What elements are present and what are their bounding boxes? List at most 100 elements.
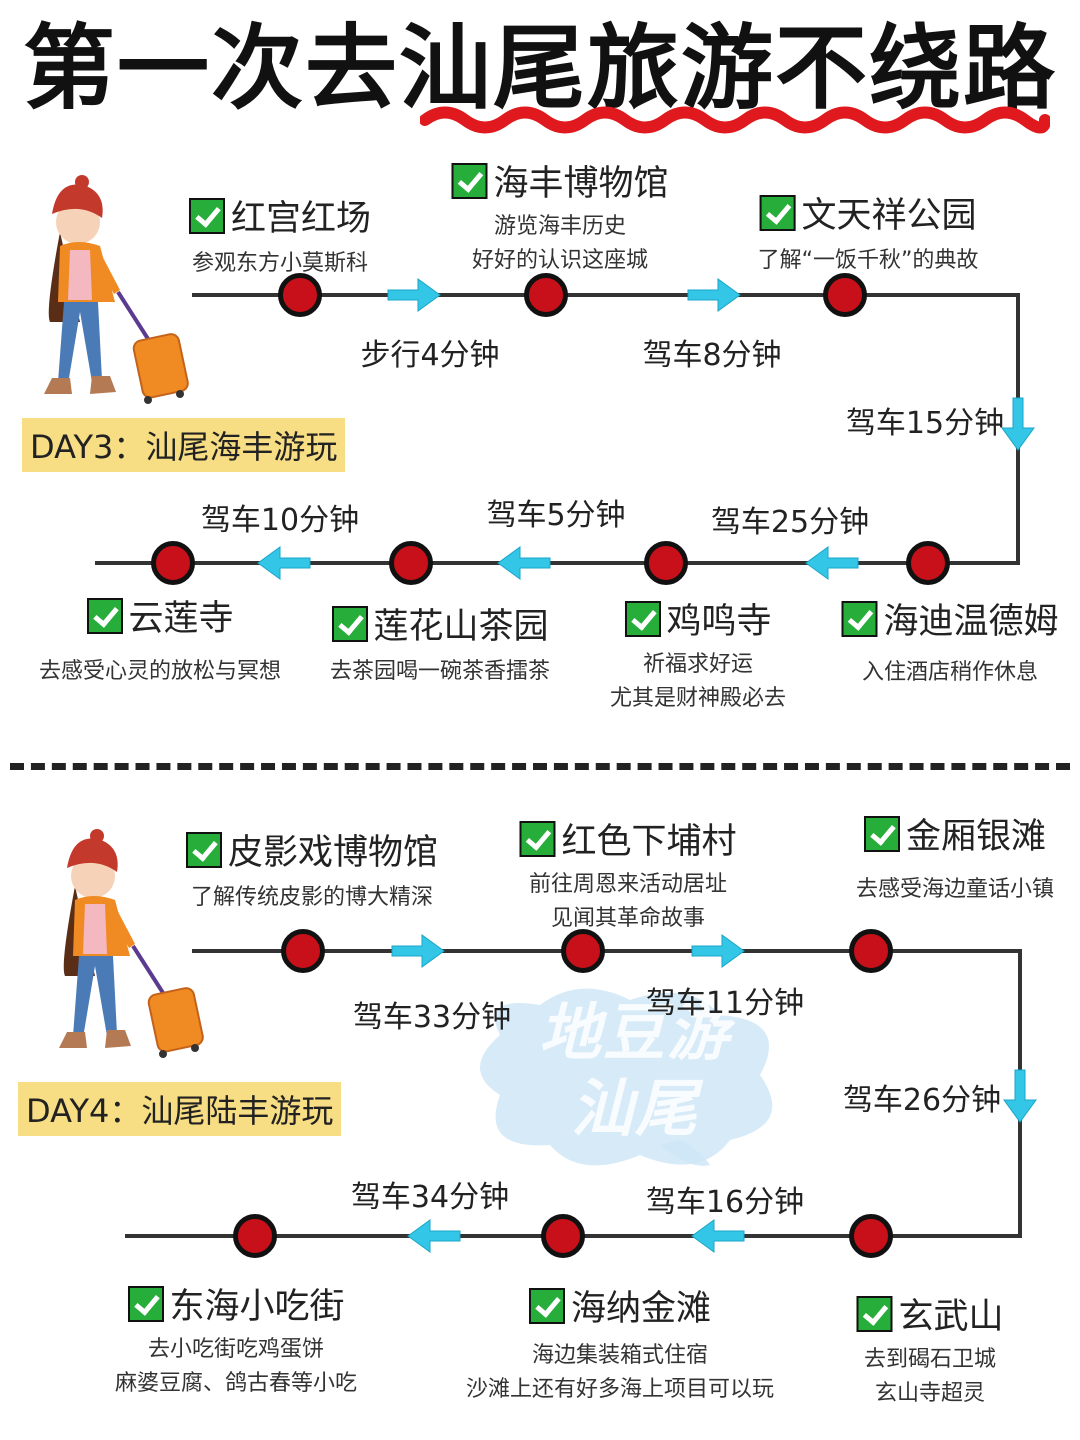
segment-duration: 驾车25分钟 <box>710 505 870 540</box>
day3-label: DAY3：汕尾海丰游玩 <box>22 418 346 472</box>
stop-dot <box>151 541 195 585</box>
day4-label: DAY4：汕尾陆丰游玩 <box>18 1082 342 1136</box>
stop-lianhuashan-tea-garden: 莲花山茶园 去茶园喝一碗茶香擂茶 <box>330 598 550 689</box>
stop-desc: 去茶园喝一碗茶香擂茶 <box>329 659 551 684</box>
stop-dot <box>389 541 433 585</box>
stop-xiabu-village: 红色下埔村 前往周恩来活动居址 见闻其革命故事 <box>519 813 737 936</box>
stop-desc: 游览海丰历史 <box>493 214 627 239</box>
stop-name: 海迪温德姆 <box>883 602 1059 642</box>
arrow-left-icon <box>257 546 311 580</box>
stop-hong-gong-hong-chang: 红宫红场 参观东方小莫斯科 <box>188 190 372 281</box>
watermark-splash <box>480 988 773 1166</box>
check-icon <box>188 197 225 234</box>
segment-duration: 驾车33分钟 <box>352 1000 512 1035</box>
stop-name: 玄武山 <box>898 1297 1004 1337</box>
check-icon <box>331 605 368 642</box>
stop-name: 东海小吃街 <box>169 1287 345 1327</box>
stop-desc: 去小吃街吃鸡蛋饼 <box>147 1337 325 1362</box>
arrow-right-icon <box>387 278 441 312</box>
stop-dot <box>906 541 950 585</box>
stop-jinxiang-beach: 金厢银滩 去感受海边童话小镇 <box>856 808 1054 907</box>
title-underline-wave <box>420 106 1050 134</box>
segment-duration: 驾车8分钟 <box>642 338 782 373</box>
segment-duration: 驾车5分钟 <box>486 498 626 533</box>
stop-dot <box>849 929 893 973</box>
arrow-down-icon <box>1001 397 1035 451</box>
stop-dot <box>644 541 688 585</box>
stop-dot <box>823 273 867 317</box>
watermark-line-1: 地豆游 <box>538 996 731 1069</box>
stop-haidi-wyndham: 海迪温德姆 入住酒店稍作休息 <box>841 593 1059 690</box>
stop-name: 红宫红场 <box>230 199 372 239</box>
arrow-left-icon <box>805 546 859 580</box>
stop-desc: 去到碣石卫城 <box>863 1347 997 1372</box>
stop-dot <box>849 1214 893 1258</box>
stop-desc: 了解“一饭千秋”的典故 <box>757 248 979 273</box>
stop-name: 文天祥公园 <box>801 196 977 236</box>
stop-desc: 去感受心灵的放松与冥想 <box>38 659 282 684</box>
stop-donghai-snack-street: 东海小吃街 去小吃街吃鸡蛋饼 麻婆豆腐、鸽古春等小吃 <box>115 1278 357 1401</box>
stop-name: 云莲寺 <box>128 599 234 639</box>
stop-shadow-play-museum: 皮影戏博物馆 了解传统皮影的博大精深 <box>185 824 439 915</box>
stop-name: 红色下埔村 <box>561 822 737 862</box>
check-icon <box>841 600 878 637</box>
stop-dot <box>524 273 568 317</box>
segment-duration: 驾车26分钟 <box>842 1083 1002 1118</box>
stop-desc: 参观东方小莫斯科 <box>191 251 369 276</box>
stop-name: 鸡鸣寺 <box>666 602 772 642</box>
arrow-right-icon <box>691 934 745 968</box>
check-icon <box>863 815 900 852</box>
stop-xuanwu-mountain: 玄武山 去到碣石卫城 玄山寺超灵 <box>856 1288 1004 1411</box>
arrow-left-icon <box>497 546 551 580</box>
stop-desc: 了解传统皮影的博大精深 <box>190 885 434 910</box>
stop-desc: 沙滩上还有好多海上项目可以玩 <box>465 1377 775 1402</box>
stop-wen-tian-xiang-park: 文天祥公园 了解“一饭千秋”的典故 <box>757 187 979 278</box>
arrow-left-icon <box>691 1219 745 1253</box>
watermark-text: 地豆游 汕尾 <box>505 995 765 1147</box>
stop-jiming-temple: 鸡鸣寺 祈福求好运 尤其是财神殿必去 <box>610 593 786 716</box>
stop-dot <box>233 1214 277 1258</box>
stop-dot <box>561 929 605 973</box>
stop-desc: 前往周恩来活动居址 <box>528 872 728 897</box>
check-icon <box>856 1295 893 1332</box>
arrow-right-icon <box>391 934 445 968</box>
check-icon <box>451 162 488 199</box>
check-icon <box>127 1285 164 1322</box>
stop-desc: 去感受海边童话小镇 <box>855 877 1055 902</box>
stop-haina-beach: 海纳金滩 海边集装箱式住宿 沙滩上还有好多海上项目可以玩 <box>466 1280 774 1407</box>
stop-haifeng-museum: 海丰博物馆 游览海丰历史 好好的认识这座城 <box>451 155 669 278</box>
page-title: 第一次去汕尾旅游不绕路 <box>22 15 1057 122</box>
stop-desc: 好好的认识这座城 <box>471 248 649 273</box>
segment-duration: 驾车10分钟 <box>200 503 360 538</box>
check-icon <box>185 831 222 868</box>
segment-duration: 步行4分钟 <box>360 338 500 373</box>
stop-desc: 尤其是财神殿必去 <box>609 686 787 711</box>
stop-name: 莲花山茶园 <box>373 607 549 647</box>
stop-desc: 祈福求好运 <box>642 652 754 677</box>
stop-dot <box>541 1214 585 1258</box>
watermark-line-2: 汕尾 <box>570 1072 699 1145</box>
check-icon <box>624 600 661 637</box>
segment-duration: 驾车11分钟 <box>645 986 805 1021</box>
check-icon <box>759 194 796 231</box>
stop-name: 海丰博物馆 <box>493 164 669 204</box>
stop-desc: 麻婆豆腐、鸽古春等小吃 <box>114 1371 358 1396</box>
stop-name: 皮影戏博物馆 <box>227 833 439 873</box>
segment-duration: 驾车15分钟 <box>845 406 1005 441</box>
check-icon <box>528 1287 565 1324</box>
stop-name: 海纳金滩 <box>570 1289 712 1329</box>
traveler-girl-illustration <box>44 175 189 404</box>
stop-name: 金厢银滩 <box>905 817 1047 857</box>
section-divider <box>10 763 1070 770</box>
stop-dot <box>278 273 322 317</box>
arrow-left-icon <box>407 1219 461 1253</box>
segment-duration: 驾车16分钟 <box>645 1185 805 1220</box>
stop-yunlian-temple: 云莲寺 去感受心灵的放松与冥想 <box>39 590 281 689</box>
traveler-girl-illustration <box>59 829 204 1058</box>
check-icon <box>86 597 123 634</box>
arrow-right-icon <box>687 278 741 312</box>
stop-dot <box>281 929 325 973</box>
arrow-down-icon <box>1003 1069 1037 1123</box>
stop-desc: 海边集装箱式住宿 <box>531 1343 709 1368</box>
segment-duration: 驾车34分钟 <box>350 1180 510 1215</box>
